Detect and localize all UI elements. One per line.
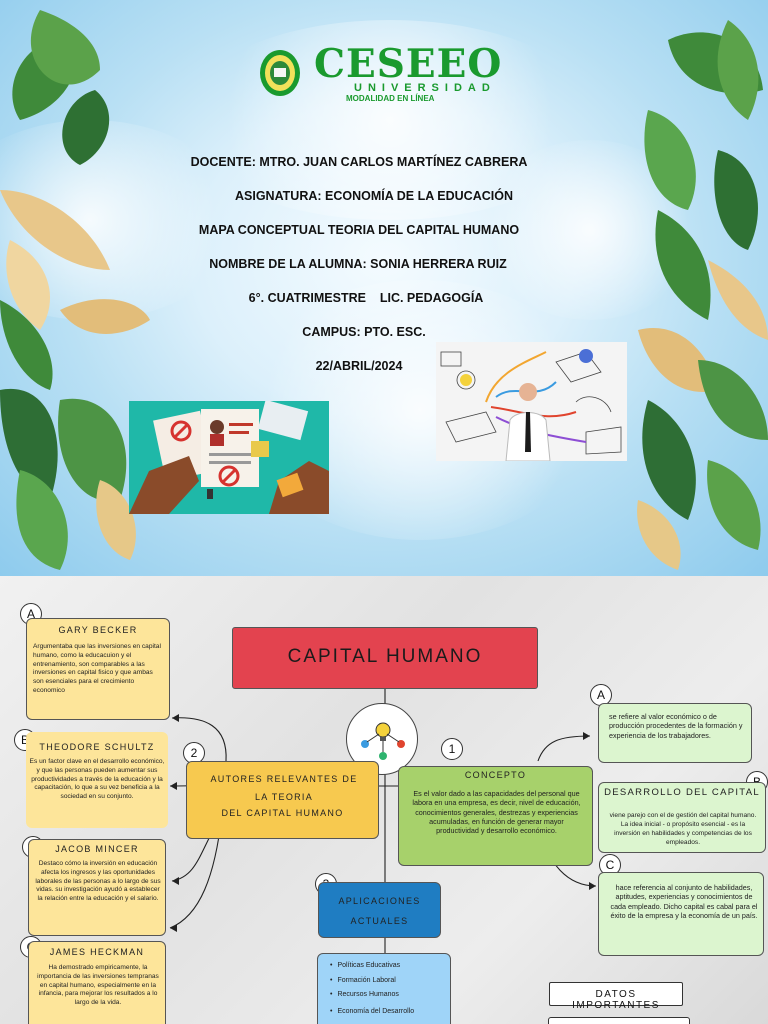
becker-name: GARY BECKER: [58, 625, 138, 635]
badge-concepto: 1: [441, 738, 463, 760]
aplicaciones-title-line2: ACTUALES: [350, 916, 409, 926]
main-title-box: CAPITAL HUMANO: [232, 627, 538, 689]
becker-text: Argumentaba que las inversiones en capit…: [33, 643, 161, 694]
term-line: 6°. CUATRIMESTRE LIC. PEDAGOGÍA: [248, 291, 484, 305]
aplicaciones-box: APLICACIONES ACTUALES: [318, 882, 441, 938]
concepto-a-text: se refiere al valor económico o de produ…: [609, 712, 743, 740]
heckman-name: JAMES HECKMAN: [49, 947, 145, 957]
concepto-text: Es el valor dado a las capacidades del p…: [412, 789, 581, 836]
ceseeo-logo: CESEEO UNIVERSIDAD MODALIDAD EN LÍNEA: [258, 44, 501, 106]
desarrollo-capital-text: viene parejo con el de gestión del capit…: [609, 812, 757, 846]
heckman-text: Ha demostrado empiricamente, la importan…: [37, 964, 159, 1007]
schultz-box: THEODORE SCHULTZ Es un factor clave en e…: [26, 732, 168, 828]
aplicaciones-title-line1: APLICACIONES: [338, 896, 421, 906]
right-leaves-decoration: [637, 20, 768, 570]
student-line: NOMBRE DE LA ALUMNA: SONIA HERRERA RUIZ: [209, 257, 507, 271]
brand-tagline: MODALIDAD EN LÍNEA: [346, 94, 435, 103]
left-leaves-decoration: [0, 10, 150, 570]
concepto-c-text: hace referencia al conjunto de habilidad…: [610, 883, 758, 920]
concepto-box: CONCEPTO Es el valor dado a las capacida…: [398, 766, 593, 866]
heckman-box: JAMES HECKMAN Ha demostrado empiricament…: [28, 941, 166, 1024]
aplicaciones-list-box: Políticas Educativas Formación Laboral R…: [317, 953, 451, 1024]
list-item: Políticas Educativas: [330, 962, 414, 969]
documents-illustration: [129, 401, 329, 514]
businessman-illustration: [436, 342, 627, 461]
campus-line: CAMPUS: PTO. ESC.: [302, 325, 426, 339]
brand-subtitle: UNIVERSIDAD: [354, 82, 496, 94]
list-item: Recursos Humanos: [330, 991, 414, 998]
concepto-c-box: hace referencia al conjunto de habilidad…: [598, 872, 764, 956]
concepto-title: CONCEPTO: [464, 770, 527, 780]
datos-importantes-box: DATOS IMPORTANTES: [549, 982, 683, 1011]
becker-box: GARY BECKER Argumentaba que las inversio…: [26, 618, 170, 720]
list-item: Formación Laboral: [330, 977, 414, 984]
mincer-box: JACOB MINCER Destaco cómo la inversión e…: [28, 839, 166, 936]
subject-line: ASIGNATURA: ECONOMÍA DE LA EDUCACIÓN: [234, 189, 513, 203]
main-title: CAPITAL HUMANO: [287, 646, 483, 667]
map-title-line: MAPA CONCEPTUAL TEORIA DEL CAPITAL HUMAN…: [198, 223, 520, 237]
list-item: Economía del Desarrollo: [330, 1008, 414, 1015]
datos-importantes-bar: [548, 1017, 690, 1024]
concept-map: CAPITAL HUMANO 1 CONCEPTO Es el valor da…: [0, 576, 768, 1024]
teacher-line: DOCENTE: MTRO. JUAN CARLOS MARTÍNEZ CABR…: [190, 155, 528, 169]
schultz-text: Es un factor clave en el desarrollo econ…: [29, 758, 165, 801]
brand-name: CESEEO: [314, 41, 503, 87]
concepto-a-box: se refiere al valor económico o de produ…: [598, 703, 752, 763]
autores-title-line1: AUTORES RELEVANTES DE LA TEORIA: [210, 774, 358, 802]
desarrollo-capital-box: DESARROLLO DEL CAPITAL viene parejo con …: [598, 782, 766, 853]
schultz-name: THEODORE SCHULTZ: [39, 742, 155, 752]
mincer-name: JACOB MINCER: [55, 844, 139, 854]
university-seal-icon: [260, 50, 300, 96]
desarrollo-capital-title: DESARROLLO DEL CAPITAL: [604, 787, 760, 798]
badge-concepto-a: A: [590, 684, 612, 706]
aplicaciones-list: Políticas Educativas Formación Laboral R…: [330, 962, 414, 1023]
date-line: 22/ABRIL/2024: [315, 359, 403, 373]
cover-page: CESEEO UNIVERSIDAD MODALIDAD EN LÍNEA DO…: [0, 0, 768, 576]
mincer-text: Destaco cómo la inversión en educación a…: [35, 860, 161, 903]
datos-importantes-title: DATOS IMPORTANTES: [572, 989, 660, 1011]
autores-box: AUTORES RELEVANTES DE LA TEORIA DEL CAPI…: [186, 761, 379, 839]
autores-title-line2: DEL CAPITAL HUMANO: [221, 808, 344, 818]
